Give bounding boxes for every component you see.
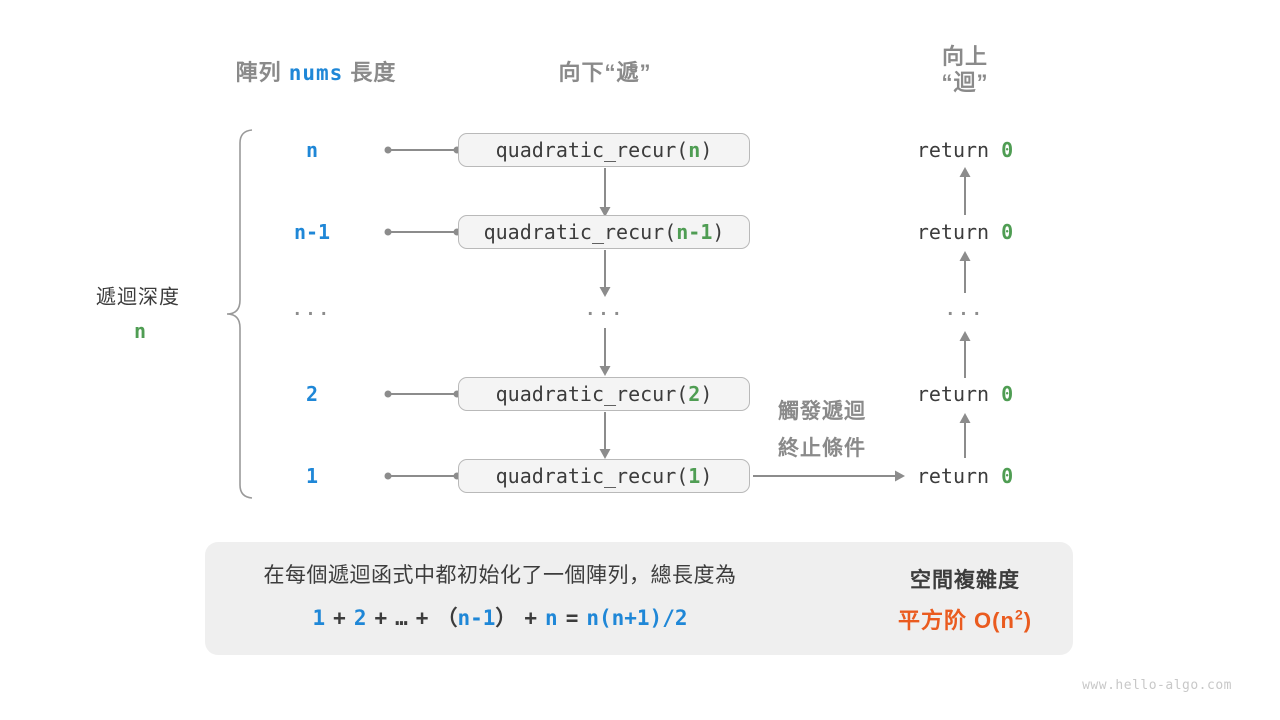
summary-formula: 1 +2 + … + （n-1） + n = n(n+1)/2 [309, 602, 692, 632]
row-label-n-1: n-1 [293, 220, 331, 244]
summary-text: 在每個遞迴函式中都初始化了一個陣列，總長度為 [263, 564, 737, 587]
formula-op: + [374, 606, 388, 630]
row-label-1: 1 [305, 464, 319, 488]
formula-ellipsis: … [395, 606, 408, 630]
header-array-length: 陣列 nums 長度 [236, 55, 397, 87]
termination-note-line2: 終止條件 [778, 437, 866, 460]
depth-brace [226, 129, 253, 499]
return-keyword: return [916, 138, 1002, 162]
call-close: ) [700, 138, 713, 162]
ellipsis-right: ... [945, 300, 985, 320]
call-arg: 2 [688, 382, 701, 406]
call-box-n: quadratic_recur(n) [458, 133, 750, 167]
row-label-n: n [305, 138, 319, 162]
space-complexity-title: 空間複雜度 [910, 569, 1020, 592]
header-upward-line1: 向上 [941, 44, 989, 69]
return-2: return 0 [917, 382, 1013, 406]
call-close: ) [700, 382, 713, 406]
header-nums-code: nums [288, 61, 344, 85]
formula-paren: （ [436, 606, 458, 630]
return-value: 0 [1001, 382, 1014, 406]
space-complexity-sup: 2 [1014, 606, 1024, 623]
formula-term: 1 [312, 606, 326, 630]
call-box-n-1: quadratic_recur(n-1) [458, 215, 750, 249]
call-box-1: quadratic_recur(1) [458, 459, 750, 493]
call-close: ) [712, 220, 725, 244]
return-n-1: return 0 [917, 220, 1013, 244]
formula-term: n [545, 606, 558, 630]
recursion-depth-value: n [133, 319, 147, 343]
recursion-depth-label: 遞迴深度 [96, 286, 180, 309]
header-upward-line2: “迴” [941, 70, 989, 95]
watermark: www.hello-algo.com [1082, 678, 1232, 693]
formula-term: 2 [353, 606, 367, 630]
return-keyword: return [916, 382, 1002, 406]
return-value: 0 [1001, 464, 1014, 488]
call-close: ) [700, 464, 713, 488]
call-text: quadratic_recur( [495, 382, 689, 406]
call-arg: n-1 [676, 220, 713, 244]
header-downward: 向下“遞” [558, 60, 652, 85]
return-value: 0 [1001, 138, 1014, 162]
space-complexity-value: 平方阶 O(n2) [898, 603, 1032, 635]
formula-result: n(n+1)/2 [586, 606, 688, 630]
call-text: quadratic_recur( [483, 220, 677, 244]
row-label-2: 2 [305, 382, 319, 406]
return-n: return 0 [917, 138, 1013, 162]
call-text: quadratic_recur( [495, 464, 689, 488]
formula-op: + [415, 606, 429, 630]
call-box-2: quadratic_recur(2) [458, 377, 750, 411]
call-arg: 1 [688, 464, 701, 488]
return-keyword: return [916, 220, 1002, 244]
space-complexity-post: ) [1023, 608, 1033, 633]
return-keyword: return [916, 464, 1002, 488]
summary-panel [205, 542, 1073, 655]
header-array-suffix: 長度 [350, 60, 397, 85]
return-value: 0 [1001, 220, 1014, 244]
header-array-prefix: 陣列 [235, 60, 282, 85]
call-text: quadratic_recur( [495, 138, 689, 162]
call-arg: n [688, 138, 701, 162]
termination-note-line1: 觸發遞迴 [778, 400, 866, 423]
ellipsis-left: ... [292, 300, 332, 320]
space-complexity-pre: 平方阶 O(n [897, 608, 1015, 633]
formula-op: + [333, 606, 346, 630]
formula-paren: ） [495, 606, 517, 630]
formula-op: + [524, 606, 538, 630]
return-1: return 0 [917, 464, 1013, 488]
ellipsis-middle: ... [585, 300, 625, 320]
formula-term: n-1 [457, 606, 496, 630]
formula-equals: = [565, 606, 579, 630]
